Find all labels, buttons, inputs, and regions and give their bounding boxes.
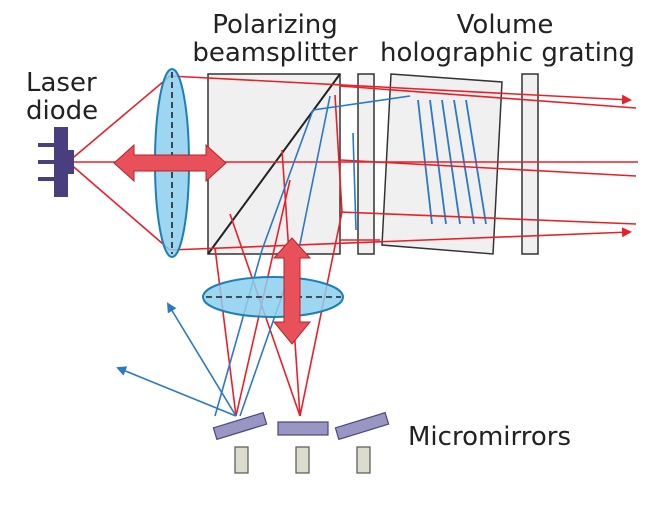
input-waveplate: [357, 73, 375, 255]
output-waveplate: [521, 73, 539, 255]
pbs-label-line2: beamsplitter: [192, 38, 358, 68]
laser-diode-icon: [38, 127, 74, 197]
pbs-label-line1: Polarizing: [212, 10, 338, 40]
micromirror-array: [212, 411, 390, 474]
polarizing-beamsplitter: [207, 73, 341, 255]
vhg-label-line1: Volume: [456, 10, 554, 40]
horizontal-polarization-arrow: [113, 143, 227, 183]
laser-label-line2: diode: [26, 96, 99, 126]
micromirrors-label: Micromirrors: [408, 422, 572, 452]
focusing-lens: [202, 276, 344, 318]
laser-label-line1: Laser: [26, 68, 97, 98]
vertical-polarization-arrow: [272, 237, 312, 345]
vhg-label-line2: holographic grating: [380, 38, 635, 68]
laser-beams: [67, 75, 638, 417]
